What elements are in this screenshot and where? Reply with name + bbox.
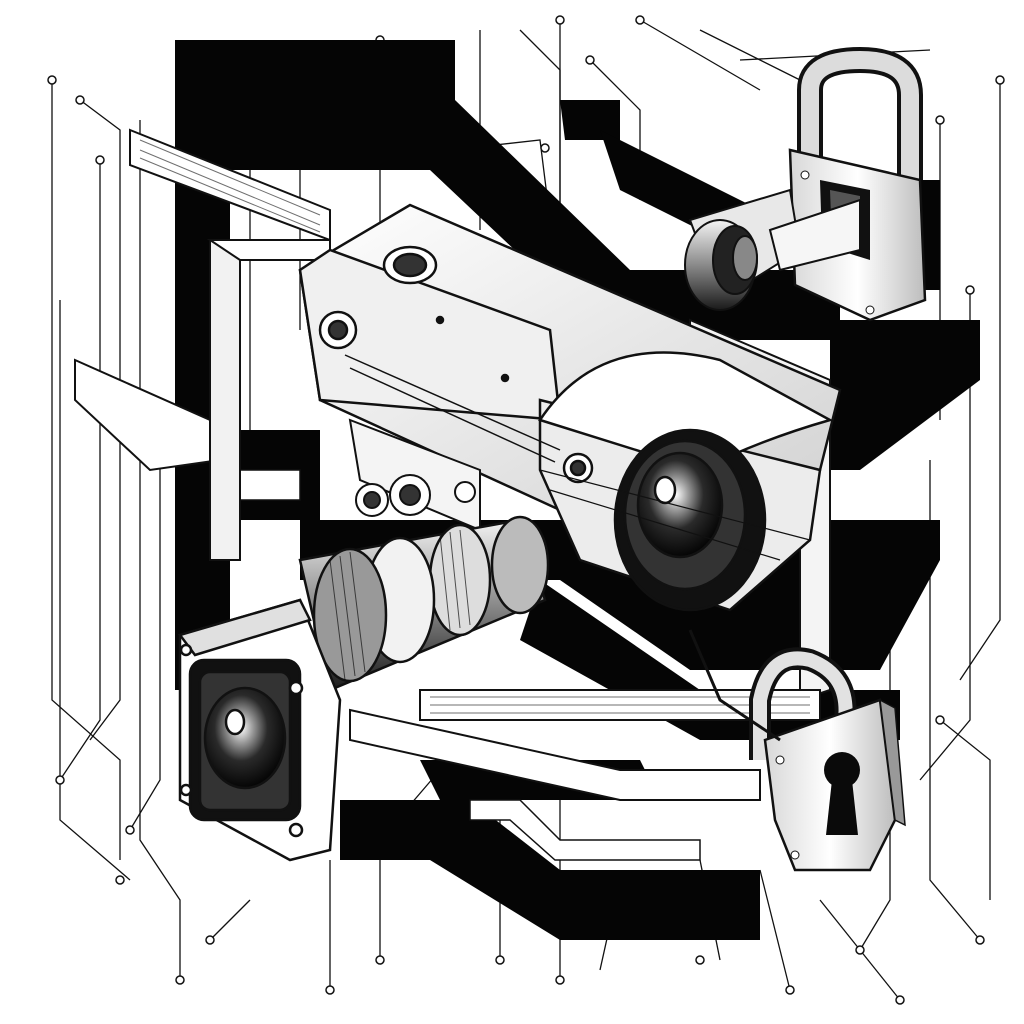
- zoom-lens-camera: [177, 515, 550, 862]
- circuit-lines: [51, 19, 1001, 1001]
- camera-mount-arm: [684, 188, 861, 311]
- camera-lock-link: [688, 629, 781, 742]
- padlock-keyhole: [749, 647, 906, 872]
- padlock-top: [788, 46, 927, 322]
- camera-bracket: [348, 418, 481, 532]
- security-camera: [298, 203, 842, 612]
